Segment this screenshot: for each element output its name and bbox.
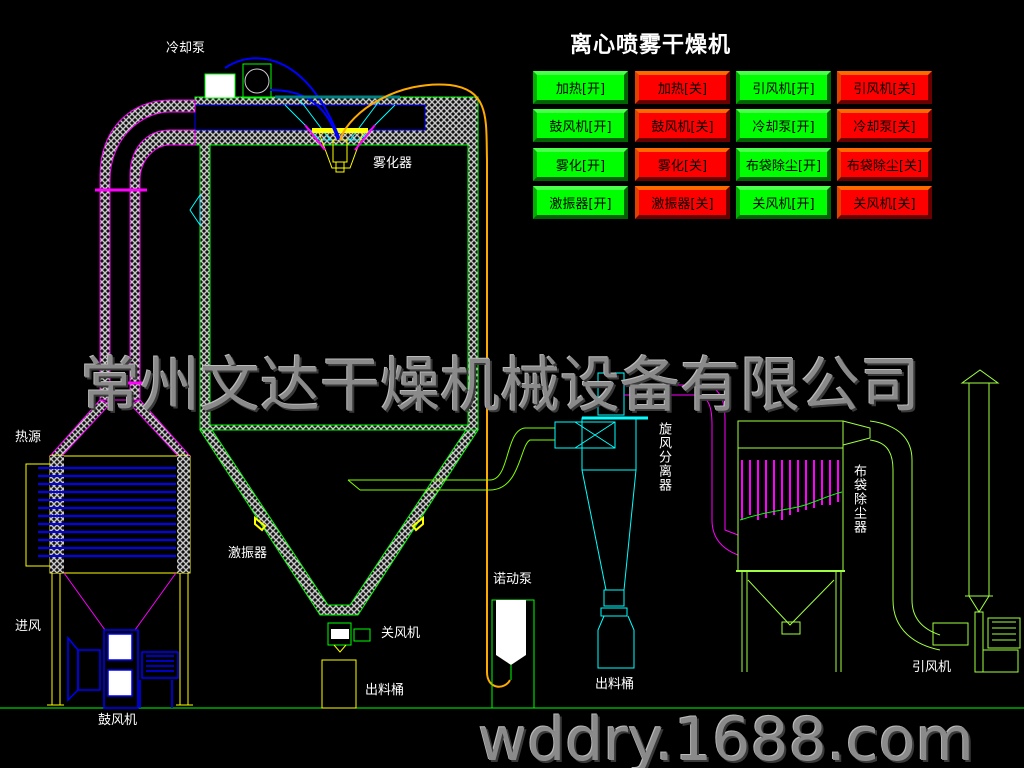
filter-to-fan-duct	[869, 420, 941, 651]
label-cooling-pump: 冷却泵	[166, 41, 206, 56]
label-air-inlet: 进风	[15, 619, 42, 634]
cooling-pump	[204, 57, 400, 141]
heat-off-button[interactable]: 加热[关]	[635, 71, 730, 104]
drying-chamber	[194, 96, 479, 616]
blower-off-button[interactable]: 鼓风机[关]	[635, 109, 730, 142]
cooling-pump-on-button[interactable]: 冷却泵[开]	[736, 109, 831, 142]
exhaust-stack	[960, 369, 1000, 613]
cyclone-to-filter-duct	[624, 384, 739, 556]
bag-filter-off-button[interactable]: 布袋除尘[关]	[837, 148, 932, 181]
label-discharge-bin-1: 出料桶	[365, 683, 405, 698]
label-rotary-valve: 关风机	[381, 626, 421, 641]
heat-on-button[interactable]: 加热[开]	[533, 71, 628, 104]
vibrator-on-button[interactable]: 激振器[开]	[533, 186, 628, 219]
label-induced-fan: 引风机	[912, 660, 952, 675]
bag-filter	[736, 420, 871, 672]
peristaltic-pump	[491, 599, 535, 709]
cooling-pump-off-button[interactable]: 冷却泵[关]	[837, 109, 932, 142]
rotary-valve-off-button[interactable]: 关风机[关]	[837, 186, 932, 219]
induced-fan-on-button[interactable]: 引风机[开]	[736, 71, 831, 104]
discharge-bin	[321, 659, 357, 709]
label-vibrator: 激振器	[228, 546, 268, 561]
label-heat-source: 热源	[15, 430, 42, 445]
induced-fan	[932, 611, 1021, 673]
outlet-duct	[348, 427, 555, 491]
atomize-off-button[interactable]: 雾化[关]	[635, 148, 730, 181]
rotary-valve-on-button[interactable]: 关风机[开]	[736, 186, 831, 219]
blower-on-button[interactable]: 鼓风机[开]	[533, 109, 628, 142]
vibrator-left	[254, 515, 267, 532]
vibrator-right	[411, 515, 424, 532]
atomize-on-button[interactable]: 雾化[开]	[533, 148, 628, 181]
watermark-company: 常州文达干燥机械设备有限公司	[80, 351, 920, 421]
label-atomizer: 雾化器	[373, 156, 413, 171]
watermark-website: wddry.1688.com	[478, 705, 974, 768]
outlet-duct-flange	[347, 479, 361, 491]
label-discharge-bin-2: 出料桶	[595, 677, 635, 692]
cyclone-separator	[554, 372, 648, 669]
rotary-valve	[327, 622, 371, 653]
label-peristaltic-pump: 诺动泵	[493, 572, 533, 587]
page-title: 离心喷雾干燥机	[570, 33, 732, 58]
vibrator-off-button[interactable]: 激振器[关]	[635, 186, 730, 219]
heater	[25, 455, 193, 706]
induced-fan-off-button[interactable]: 引风机[关]	[837, 71, 932, 104]
bag-filter-on-button[interactable]: 布袋除尘[开]	[736, 148, 831, 181]
atomizer	[304, 124, 376, 173]
label-blower: 鼓风机	[98, 713, 138, 728]
label-bag-filter: 布袋除尘器	[851, 464, 866, 534]
blower	[67, 629, 179, 709]
label-cyclone: 旋风分离器	[656, 422, 671, 492]
